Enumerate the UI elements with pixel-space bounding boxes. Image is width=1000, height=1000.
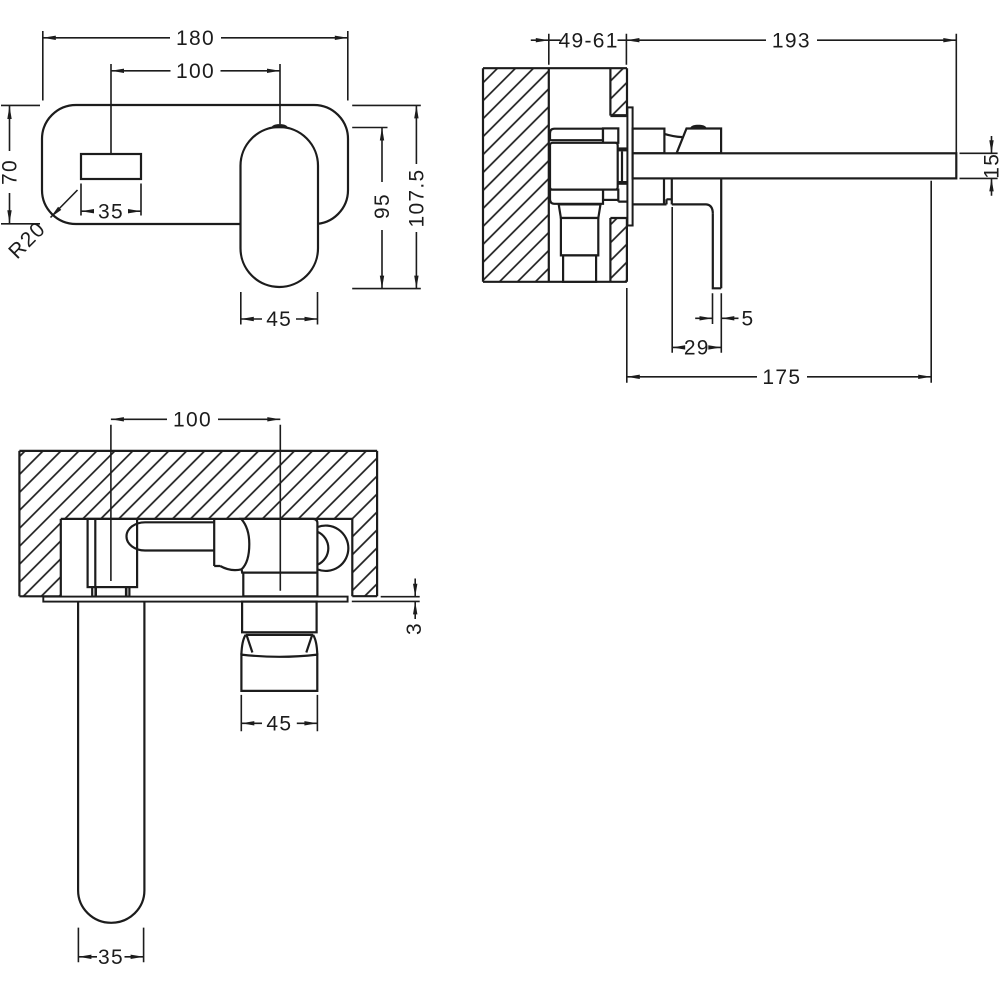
side-view: 49-61 193 15 5 29 bbox=[481, 29, 1000, 389]
valve-shelf-line bbox=[617, 199, 628, 203]
side-dim-outlet-projection: 175 bbox=[626, 180, 932, 389]
top-dim-spout-width-label: 35 bbox=[98, 946, 124, 969]
wall-hatch-main bbox=[483, 68, 549, 282]
top-ball-arc-inner bbox=[316, 530, 330, 566]
side-lever-blade bbox=[711, 178, 723, 290]
top-view: 100 3 45 35 bbox=[18, 409, 426, 969]
top-spout-tube bbox=[77, 601, 146, 924]
side-dim-spout-thickness: 15 bbox=[959, 136, 1000, 196]
top-mid-block bbox=[213, 518, 242, 572]
valve-flange-top bbox=[618, 147, 627, 152]
valve-cartridge bbox=[548, 141, 619, 191]
top-handle-body bbox=[240, 653, 319, 692]
side-dim-lever-offset: 29 bbox=[671, 207, 722, 360]
top-wall-hatch bbox=[19, 450, 378, 597]
side-pivot-dome bbox=[690, 124, 707, 129]
top-spout-foot-ticks bbox=[94, 587, 128, 597]
top-dim-handle-width: 45 bbox=[240, 694, 319, 736]
side-dim-spout-projection: 193 bbox=[626, 29, 958, 153]
top-dim-plate-thickness: 3 bbox=[351, 578, 426, 635]
front-dim-hole-centres: 100 bbox=[110, 60, 281, 153]
top-dim-spout-width: 35 bbox=[77, 927, 145, 969]
wall-hatch-upper bbox=[610, 68, 627, 116]
top-ball-arc-outer bbox=[317, 524, 350, 573]
supply-pipe-taper bbox=[557, 203, 602, 220]
valve-flange-bottom bbox=[618, 181, 627, 185]
front-dim-overall-width: 180 bbox=[42, 27, 349, 101]
side-dim-wall-depth: 49-61 bbox=[530, 29, 628, 65]
valve-lower-connector bbox=[548, 188, 605, 205]
side-dim-outlet-projection-label: 175 bbox=[762, 366, 801, 389]
top-dim-handle-width-label: 45 bbox=[266, 713, 292, 736]
front-dim-overall-height-label: 107.5 bbox=[405, 168, 428, 227]
side-handle-cap bbox=[674, 127, 723, 155]
front-dim-handle-height-label: 95 bbox=[371, 193, 394, 219]
front-dim-corner-radius: R20 bbox=[4, 189, 79, 263]
supply-pipe-upper bbox=[559, 216, 600, 257]
valve-upper-boss bbox=[601, 127, 620, 144]
front-dim-handle-width: 45 bbox=[240, 292, 319, 331]
top-cartridge-tube bbox=[125, 521, 215, 552]
side-spout bbox=[631, 152, 958, 180]
side-dim-spout-projection-label: 193 bbox=[772, 29, 811, 52]
valve-upper-connector bbox=[548, 127, 605, 142]
side-under-spout-profile bbox=[632, 178, 714, 214]
front-view: 180 100 70 35 R20 bbox=[0, 27, 428, 331]
supply-pipe-lower bbox=[561, 254, 598, 283]
top-wall-outline bbox=[18, 449, 379, 598]
front-dim-handle-height: 95 bbox=[352, 126, 394, 289]
top-handle-flare bbox=[240, 633, 319, 655]
front-handle bbox=[239, 125, 320, 289]
side-dim-spout-thickness-label: 15 bbox=[981, 153, 1000, 179]
top-spout-foot bbox=[91, 585, 131, 598]
top-dim-plate-thickness-label: 3 bbox=[403, 622, 426, 635]
front-spout-outlet bbox=[79, 152, 143, 181]
top-handle-block bbox=[238, 517, 319, 574]
top-wall-plate bbox=[42, 595, 349, 603]
wall-hatch-lower bbox=[610, 218, 627, 282]
front-dim-plate-height-label: 70 bbox=[0, 159, 22, 185]
front-dim-hole-centres-label: 100 bbox=[176, 60, 215, 83]
front-dim-plate-height: 70 bbox=[0, 104, 40, 225]
top-dim-hole-centres-label: 100 bbox=[173, 409, 212, 432]
front-dim-spout-outlet-width: 35 bbox=[80, 183, 142, 223]
front-dim-handle-width-label: 45 bbox=[266, 308, 292, 331]
top-handle-neck bbox=[241, 600, 318, 634]
front-dim-overall-height: 107.5 bbox=[352, 104, 428, 290]
front-dim-overall-width-label: 180 bbox=[176, 27, 215, 50]
front-dim-spout-outlet-width-label: 35 bbox=[98, 200, 124, 223]
side-cap-skirt-line bbox=[664, 132, 683, 139]
valve-lower-boss bbox=[601, 188, 620, 202]
side-collar bbox=[631, 127, 666, 155]
side-dim-lever-thickness: 5 bbox=[695, 293, 755, 353]
side-dim-wall-depth-label: 49-61 bbox=[558, 29, 618, 52]
side-dim-lever-offset-label: 29 bbox=[684, 337, 710, 360]
wall-outline bbox=[481, 67, 629, 283]
front-handle-pivot-dome bbox=[271, 124, 289, 129]
top-dim-hole-centres: 100 bbox=[110, 409, 282, 591]
side-dim-lever-thickness-label: 5 bbox=[742, 308, 755, 331]
